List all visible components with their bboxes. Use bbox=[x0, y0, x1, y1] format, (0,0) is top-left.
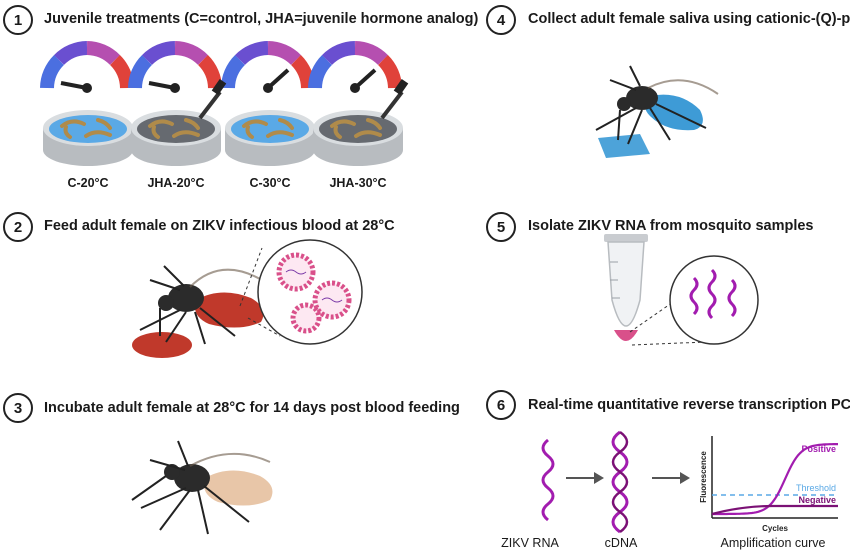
treatment-label-jha-20: JHA-20°C bbox=[147, 176, 205, 190]
step-title-2: Feed adult female on ZIKV infectious blo… bbox=[44, 218, 395, 234]
rna-magnifier bbox=[629, 255, 759, 346]
step-title-6: Real-time quantitative reverse transcrip… bbox=[528, 397, 850, 413]
label-cdna: cDNA bbox=[604, 536, 638, 550]
x-axis-label: Cycles bbox=[762, 524, 788, 533]
gauge-c-20 bbox=[40, 41, 134, 93]
sample-tube bbox=[604, 234, 648, 341]
step-title-1: Juvenile treatments (C=control, JHA=juve… bbox=[44, 11, 479, 27]
series-positive-line bbox=[712, 443, 838, 516]
label-zikv-rna: ZIKV RNA bbox=[501, 536, 559, 550]
step-title-3: Incubate adult female at 28°C for 14 day… bbox=[44, 400, 460, 416]
legend-negative: Negative bbox=[798, 495, 836, 505]
arrow-rna-to-cdna bbox=[566, 472, 604, 484]
legend-positive: Positive bbox=[801, 444, 836, 454]
step-number-5: 5 bbox=[486, 212, 516, 242]
arrow-cdna-to-curve bbox=[652, 472, 690, 484]
label-amplification-curve: Amplification curve bbox=[720, 536, 826, 550]
treatment-label-c-30: C-30°C bbox=[249, 176, 291, 190]
mosquito-saliva bbox=[595, 65, 719, 145]
dish-c-20 bbox=[43, 110, 133, 166]
cdna-strand bbox=[611, 430, 629, 534]
series-negative-line bbox=[711, 504, 838, 516]
step-number-1: 1 bbox=[3, 5, 33, 35]
zikv-rna-strand bbox=[541, 438, 555, 522]
treatment-label-jha-30: JHA-30°C bbox=[329, 176, 387, 190]
dish-c-30 bbox=[225, 110, 315, 166]
step-title-4: Collect adult female saliva using cation… bbox=[528, 11, 850, 27]
dish-jha-30 bbox=[313, 78, 409, 166]
step-title-5: Isolate ZIKV RNA from mosquito samples bbox=[528, 218, 814, 234]
step-number-6: 6 bbox=[486, 390, 516, 420]
virus-magnifier bbox=[239, 239, 363, 345]
step-number-4: 4 bbox=[486, 5, 516, 35]
legend-threshold: Threshold bbox=[796, 483, 836, 493]
mosquito-incubating bbox=[131, 440, 273, 535]
blood-pool bbox=[132, 332, 192, 358]
step-number-3: 3 bbox=[3, 393, 33, 423]
gauge-jha-20 bbox=[128, 41, 222, 93]
gauge-jha-30 bbox=[308, 41, 402, 93]
gauge-c-30 bbox=[221, 41, 315, 93]
q-paper bbox=[598, 134, 650, 158]
step-number-2: 2 bbox=[3, 212, 33, 242]
dish-jha-20 bbox=[131, 78, 227, 166]
y-axis-label: Fluorescence bbox=[699, 451, 708, 503]
treatment-label-c-20: C-20°C bbox=[67, 176, 109, 190]
mosquito-feeding bbox=[139, 265, 264, 345]
